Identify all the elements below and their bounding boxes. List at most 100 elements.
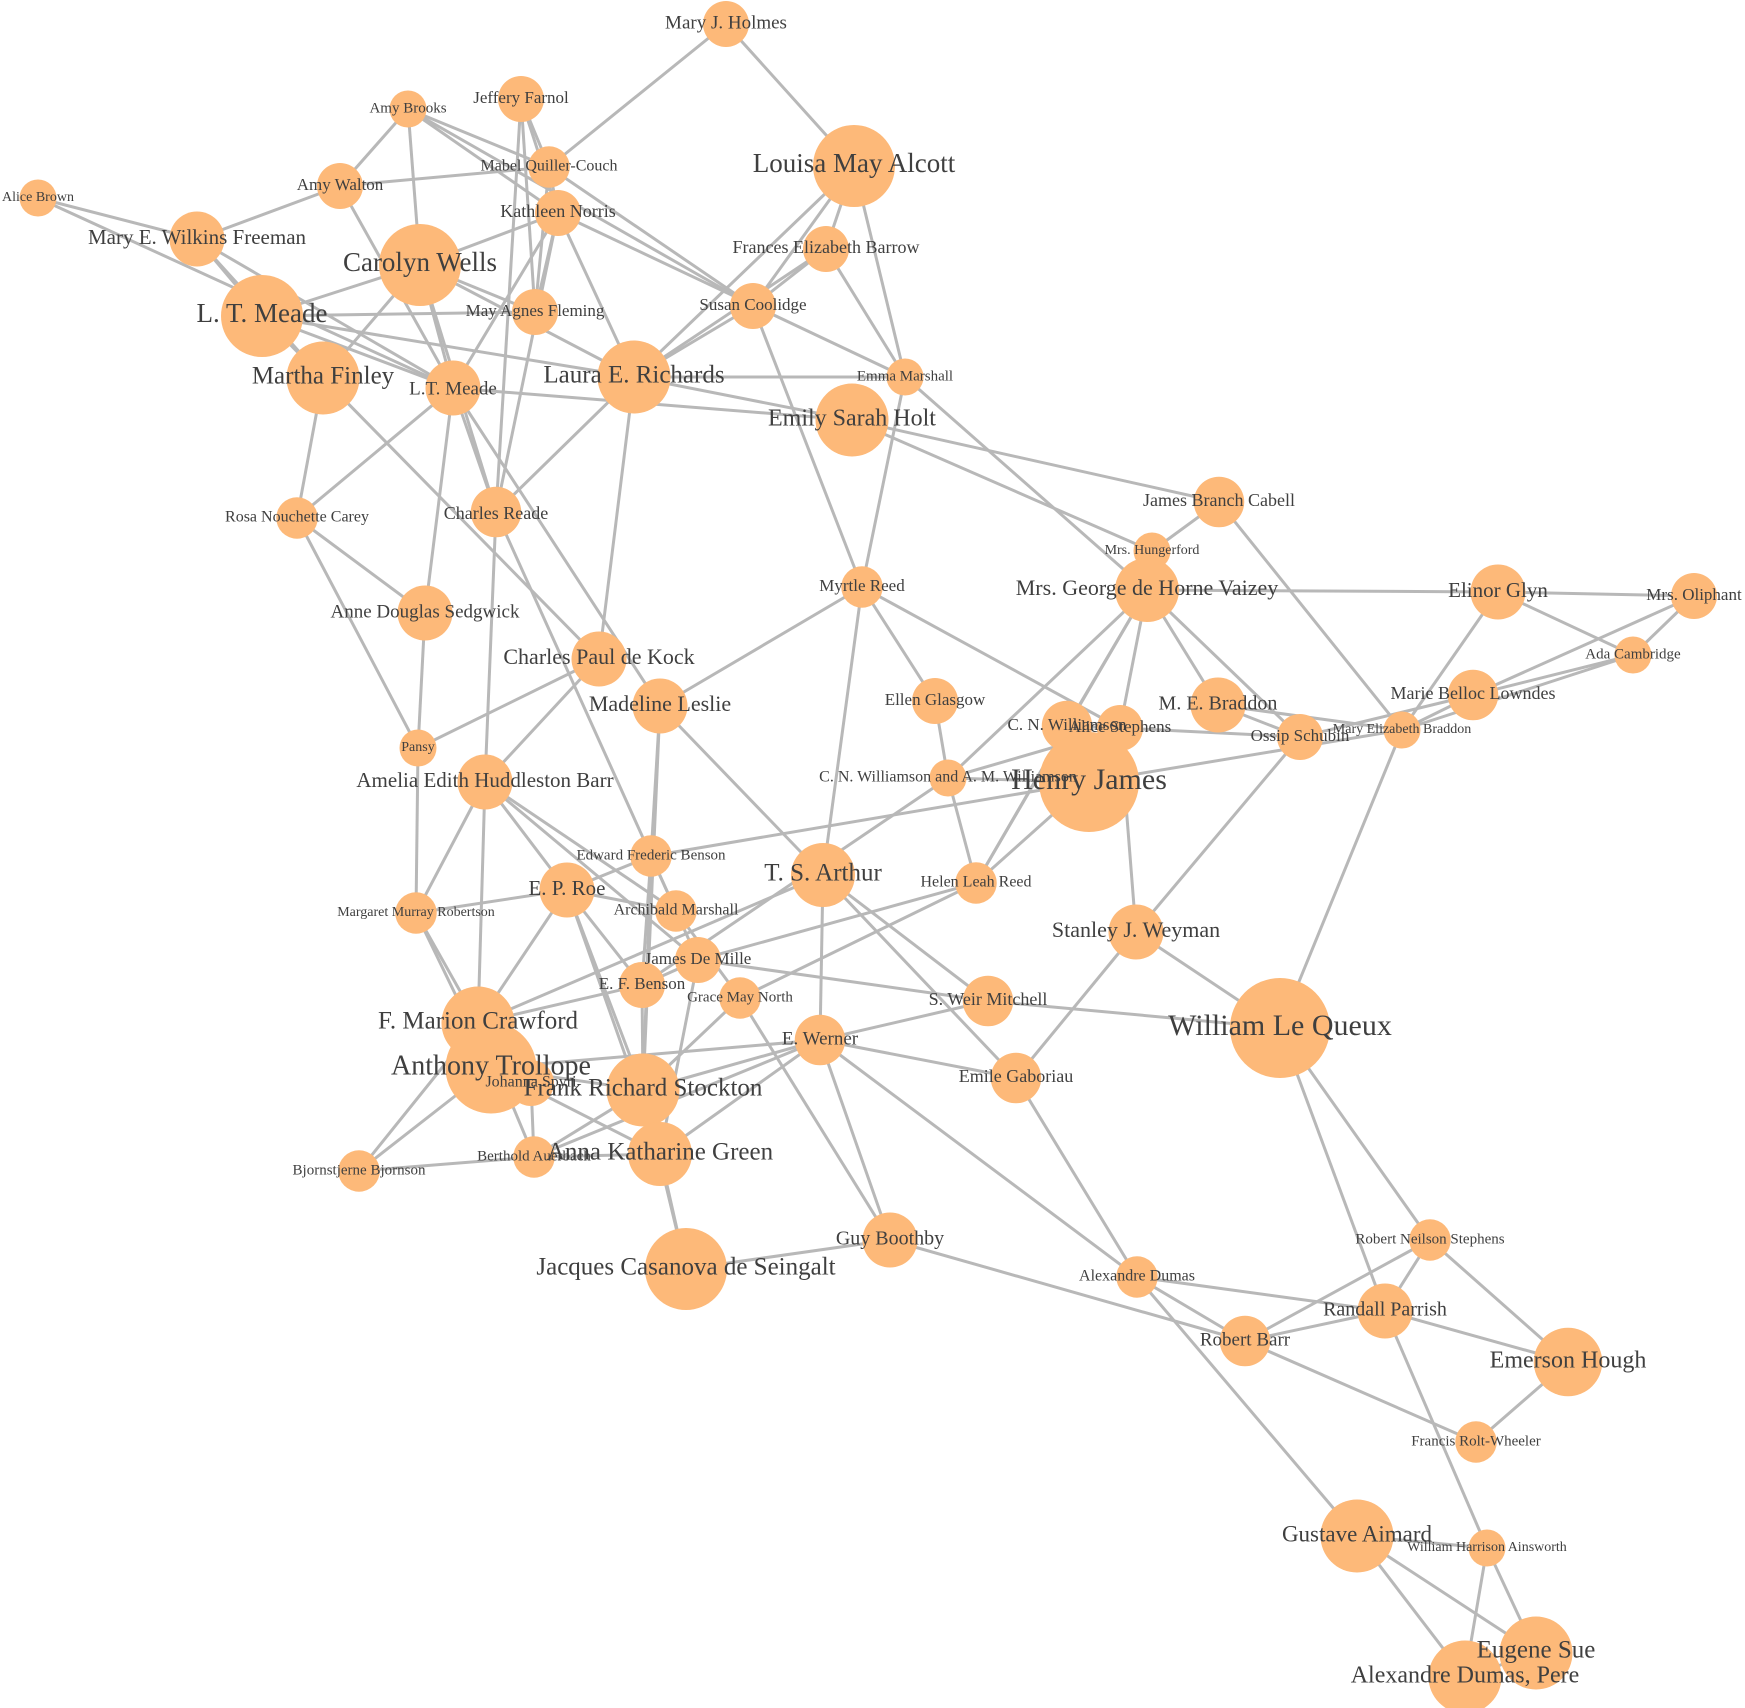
node-amelia-edith-huddleston-barr[interactable] <box>457 754 513 810</box>
edge-l-t-meade--may-agnes-fleming <box>261 310 536 318</box>
node-amy-walton[interactable] <box>317 163 363 209</box>
node-henry-james[interactable] <box>1039 732 1139 832</box>
node-emily-sarah-holt[interactable] <box>815 383 889 457</box>
node-emma-marshall[interactable] <box>886 358 924 396</box>
edge-louisa-may-alcott--laura-e-richards <box>632 164 856 379</box>
edge-amy-brooks--kathleen-norris <box>407 107 559 215</box>
node-m-e-braddon[interactable] <box>1190 677 1246 733</box>
node-emile-gaboriau[interactable] <box>990 1052 1042 1104</box>
node-mary-elizabeth-braddon[interactable] <box>1383 711 1421 749</box>
node-marie-belloc-lowndes[interactable] <box>1447 669 1499 721</box>
node-alexandre-dumas-pere[interactable] <box>1428 1640 1502 1708</box>
edge-amelia-edith-huddleston-barr--james-de-mille <box>484 780 699 962</box>
node-berthold-auerbach[interactable] <box>513 1136 555 1178</box>
edge-frances-elizabeth-barrow--emma-marshall <box>824 248 907 378</box>
node-e-p-roe[interactable] <box>539 862 595 918</box>
edge-randall-parrish--william-harrison-ainsworth <box>1383 1310 1489 1549</box>
node-emerson-hough[interactable] <box>1533 1327 1603 1397</box>
node-ossip-schubin[interactable] <box>1277 714 1323 760</box>
node-label-mrs-hungerford: Mrs. Hungerford <box>1105 543 1200 558</box>
node-label-marie-belloc-lowndes: Marie Belloc Lowndes <box>1391 683 1556 703</box>
node-james-branch-cabell[interactable] <box>1193 476 1245 528</box>
node-mary-e-wilkins-freeman[interactable] <box>169 211 225 267</box>
edge-pansy--margaret-murray-robertson <box>414 747 420 914</box>
node-label-frank-richard-stockton: Frank Richard Stockton <box>524 1075 763 1102</box>
node-label-carolyn-wells: Carolyn Wells <box>343 247 497 277</box>
node-edward-frederic-benson[interactable] <box>630 835 672 877</box>
node-charles-reade[interactable] <box>470 486 522 538</box>
node-e-werner[interactable] <box>794 1014 846 1066</box>
edge-emily-sarah-holt--mrs-hungerford <box>851 418 1153 553</box>
node-label-mabel-quiller-couch: Mabel Quiller-Couch <box>481 158 618 175</box>
node-randall-parrish[interactable] <box>1357 1283 1413 1339</box>
node-l-t-meade[interactable] <box>425 360 481 416</box>
edge-emma-marshall--myrtle-reed <box>860 376 907 588</box>
node-laura-e-richards[interactable] <box>597 340 671 414</box>
node-e-f-benson[interactable] <box>619 962 665 1008</box>
node-gustave-aimard[interactable] <box>1320 1499 1394 1573</box>
node-c-n-williamson-and-a-m-williamson[interactable] <box>929 759 967 797</box>
edge-mrs-oliphant--marie-belloc-lowndes <box>1472 594 1695 697</box>
node-mary-j-holmes[interactable] <box>703 1 749 47</box>
node-louisa-may-alcott[interactable] <box>813 125 895 207</box>
node-martha-finley[interactable] <box>286 341 360 415</box>
edge-rosa-nouchette-carey--pansy <box>295 517 420 749</box>
node-myrtle-reed[interactable] <box>841 566 883 608</box>
node-james-de-mille[interactable] <box>675 937 721 983</box>
edge-helen-leah-reed--james-de-mille <box>697 881 977 962</box>
node-bjornstjerne-bjornson[interactable] <box>338 1150 380 1192</box>
node-helen-leah-reed[interactable] <box>955 862 997 904</box>
node-label-amy-brooks: Amy Brooks <box>369 100 446 116</box>
node-jeffery-farnol[interactable] <box>498 76 544 122</box>
node-label-charles-reade: Charles Reade <box>444 503 548 523</box>
node-frank-richard-stockton[interactable] <box>606 1053 680 1127</box>
node-frances-elizabeth-barrow[interactable] <box>803 226 849 272</box>
node-amy-brooks[interactable] <box>389 90 427 128</box>
node-label-alice-stephens: Alice Stephens <box>1069 717 1171 736</box>
node-margaret-murray-robertson[interactable] <box>395 892 437 934</box>
node-alexandre-dumas[interactable] <box>1116 1256 1158 1298</box>
node-charles-paul-de-kock[interactable] <box>571 631 627 687</box>
node-s-weir-mitchell[interactable] <box>962 975 1014 1027</box>
node-eugene-sue[interactable] <box>1499 1616 1573 1690</box>
node-william-le-queux[interactable] <box>1230 978 1330 1078</box>
node-william-harrison-ainsworth[interactable] <box>1468 1529 1506 1567</box>
node-label-mary-j-holmes: Mary J. Holmes <box>665 12 787 33</box>
node-kathleen-norris[interactable] <box>535 190 581 236</box>
node-johanna-spyri[interactable] <box>508 1060 554 1106</box>
node-carolyn-wells[interactable] <box>379 224 461 306</box>
node-archibald-marshall[interactable] <box>655 890 697 932</box>
node-francis-rolt-wheeler[interactable] <box>1455 1421 1497 1463</box>
node-madeline-leslie[interactable] <box>632 678 688 734</box>
node-guy-boothby[interactable] <box>862 1212 918 1268</box>
node-mabel-quiller-couch[interactable] <box>528 146 570 188</box>
node-label-jeffery-farnol: Jeffery Farnol <box>473 88 569 107</box>
node-rosa-nouchette-carey[interactable] <box>276 497 318 539</box>
node-t-s-arthur[interactable] <box>791 843 855 907</box>
node-stanley-j-weyman[interactable] <box>1108 904 1164 960</box>
node-susan-coolidge[interactable] <box>730 283 776 329</box>
nodes-layer <box>19 1 1717 1708</box>
node-may-agnes-fleming[interactable] <box>512 289 558 335</box>
node-pansy[interactable] <box>399 729 437 767</box>
node-anne-douglas-sedgwick[interactable] <box>397 585 453 641</box>
node-mrs-george-de-horne-vaizey[interactable] <box>1115 558 1179 622</box>
node-ellen-glasgow[interactable] <box>912 678 958 724</box>
node-label-emily-sarah-holt: Emily Sarah Holt <box>768 406 936 432</box>
edge-alexandre-dumas--gustave-aimard <box>1135 1276 1359 1537</box>
node-label-martha-finley: Martha Finley <box>252 363 395 390</box>
node-robert-barr[interactable] <box>1219 1315 1271 1367</box>
node-robert-neilson-stephens[interactable] <box>1409 1219 1451 1261</box>
node-grace-may-north[interactable] <box>719 977 761 1019</box>
edge-bjornstjerne-bjornson--berthold-auerbach <box>358 1155 535 1173</box>
node-l-t-meade[interactable] <box>221 275 303 357</box>
node-label-l-t-meade: L.T. Meade <box>409 378 497 399</box>
node-label-elinor-glyn: Elinor Glyn <box>1448 578 1548 602</box>
node-label-james-de-mille: James De Mille <box>645 949 752 968</box>
node-anna-katharine-green[interactable] <box>628 1122 692 1186</box>
node-mrs-oliphant[interactable] <box>1671 573 1717 619</box>
node-alice-brown[interactable] <box>19 179 57 217</box>
node-elinor-glyn[interactable] <box>1470 564 1526 620</box>
node-jacques-casanova-de-seingalt[interactable] <box>645 1228 727 1310</box>
node-ada-cambridge[interactable] <box>1614 636 1652 674</box>
